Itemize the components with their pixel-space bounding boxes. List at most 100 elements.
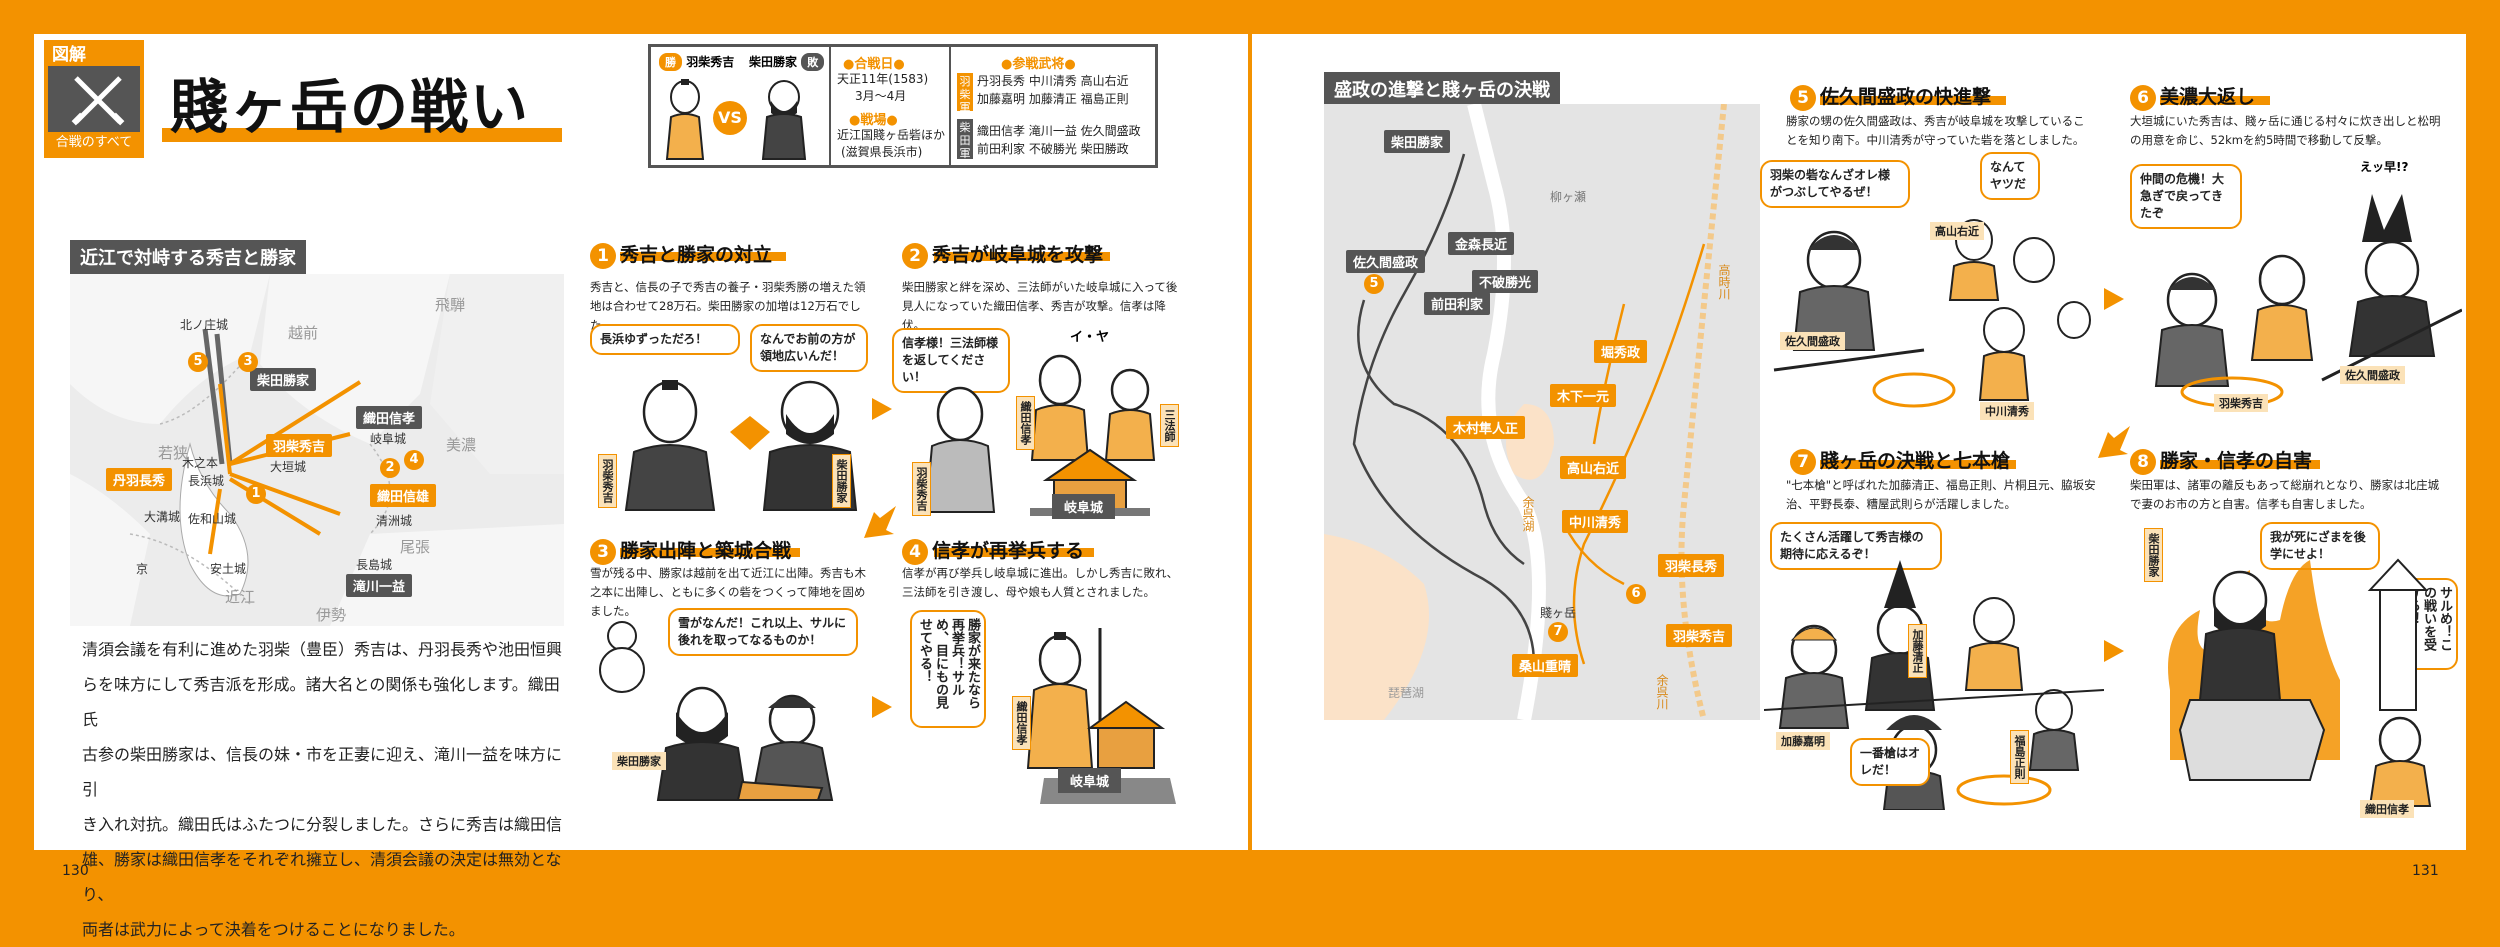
section-7-body: "七本槍"と呼ばれた加藤清正、福島正則、片桐且元、脇坂安治、平野長泰、糟屋武則ら…	[1786, 478, 2096, 511]
rmap-hori-hidemasa: 堀秀政	[1594, 340, 1648, 363]
bubble-7a: たくさん活躍して秀吉様の期待に応えるぞ！	[1770, 522, 1942, 570]
name-hideyoshi-2: 羽柴秀吉	[912, 462, 931, 516]
region-ise: 伊勢	[316, 606, 347, 624]
name-nobutaka-4: 織田信孝	[1012, 696, 1031, 750]
section-6-body: 大垣城にいた秀吉は、賤ヶ岳に通じる村々に炊き出しと松明の用意を命じ、52kmを約…	[2130, 114, 2441, 147]
flow-arrow-3-4	[872, 696, 892, 718]
bubble-1b: なんでお前の方が領地広いんだ！	[750, 324, 868, 372]
place-sub: (滋賀県長浜市)	[841, 145, 923, 159]
rmap-hashiba-nagahide: 羽柴長秀	[1658, 554, 1725, 577]
rmap-num-5: 5	[1364, 274, 1384, 294]
page-number-right: 131	[2412, 863, 2439, 879]
name-nobutaka-2: 織田信孝	[1016, 396, 1035, 450]
section-4-body: 信孝が再び挙兵し岐阜城に進出。しかし秀吉に敗れ、三法師を引き渡し、母や娘も人質と…	[902, 566, 1179, 599]
rmap-place-yogo-lake: 余呉湖	[1521, 496, 1535, 532]
name-katsuie-1: 柴田勝家	[832, 454, 851, 508]
right-map-heading: 盛政の進撃と賤ヶ岳の決戦	[1324, 72, 1560, 106]
rmap-maeda-toshiie: 前田利家	[1424, 292, 1491, 315]
tag-hashiba: 羽柴軍	[957, 73, 973, 114]
page-number-left: 130	[62, 863, 89, 879]
bubble-5a: 羽柴の砦なんざオレ様がつぶしてやるぜ！	[1760, 160, 1910, 208]
name-sakuma-5: 佐久間盛政	[1780, 332, 1845, 350]
rmap-shibata-katsuie: 柴田勝家	[1384, 130, 1451, 153]
date-year: 天正11年(1583)	[837, 72, 929, 86]
date-month: 3月～4月	[855, 89, 907, 103]
section-2-body: 柴田勝家と絆を深め、三法師がいた岐阜城に入って後見人になっていた織田信孝、秀吉が…	[902, 280, 1178, 332]
map-num-3: 3	[238, 352, 258, 372]
scene-2-illustration	[924, 354, 1156, 516]
castle-gifu-4: 岐阜城	[1058, 768, 1122, 793]
rmap-takayama-ukon: 高山右近	[1560, 456, 1627, 479]
flow-arrow-1-2	[872, 398, 892, 420]
intro-paragraph: 清須会議を有利に進めた羽柴（豊臣）秀吉は、丹羽長秀や池田恒興 らを味方にして秀吉…	[82, 640, 563, 939]
win-mark: 勝	[659, 53, 682, 71]
label-takigawa-kazumasu: 滝川一益	[346, 574, 413, 597]
bubble-6b: えッ早!?	[2360, 160, 2409, 174]
rmap-kinoshita-kazumoto: 木下一元	[1550, 384, 1617, 407]
flow-arrow-5-6	[2104, 288, 2124, 310]
name-hideyoshi-1: 羽柴秀吉	[598, 454, 617, 508]
scene-7-illustration	[1764, 560, 2104, 810]
shizugatake-map: 柴田勝家 柳ヶ瀬 高時川 佐久間盛政 金森長近 不破勝光 前田利家 堀秀政 木下…	[1324, 104, 1760, 720]
bubble-2b: イ・ヤ	[1070, 330, 1110, 345]
crossed-swords-icon	[71, 76, 125, 126]
region-mino: 美濃	[446, 436, 477, 454]
region-owari: 尾張	[400, 538, 431, 556]
label-oda-nobukatsu: 織田信雄	[370, 484, 437, 507]
place-ogaki: 大垣城	[270, 460, 307, 474]
bubble-3a: 雪がなんだ！これ以上、サルに後れを取ってなるものか！	[668, 608, 858, 656]
name-hideyoshi-6: 羽柴秀吉	[2214, 394, 2268, 412]
bubble-4a: 勝家が来たなら再挙兵！サルめ、目にもの見せてやる！	[910, 610, 986, 728]
flow-arrow-2-3	[864, 506, 896, 538]
vs-mark: VS	[713, 101, 747, 135]
scene-5-illustration	[1773, 219, 2091, 408]
name-katsuie-3: 柴田勝家	[612, 752, 666, 770]
rmap-num-7: 7	[1548, 622, 1568, 642]
place-omizo: 大溝城	[144, 510, 181, 524]
place-kyoto: 京	[136, 562, 149, 576]
rmap-place-takatoki: 高時川	[1717, 264, 1731, 300]
name-sakuma-6: 佐久間盛政	[2340, 366, 2405, 384]
name-kato-kiyomasa: 加藤清正	[1908, 624, 1927, 678]
bubble-6a: 仲間の危機！大急ぎで戻ってきたぞ	[2130, 164, 2242, 229]
label-oda-nobutaka: 織田信孝	[356, 406, 423, 429]
region-hida: 飛騨	[435, 296, 466, 314]
battle-info-box: 勝 羽柴秀吉 柴田勝家 敗 VS ●合戦日● 天正11年(1583) 3月～4月…	[648, 44, 1158, 168]
map-num-4: 4	[404, 450, 424, 470]
scene-8-illustration	[2168, 558, 2432, 807]
region-echizen: 越前	[288, 324, 319, 342]
rmap-kanamori-nagachika: 金森長近	[1448, 232, 1515, 255]
page-title: 賤ヶ岳の戦い	[170, 73, 531, 141]
bubble-2a: 信孝様！三法師様を返してください！	[892, 328, 1010, 393]
place-sawayama: 佐和山城	[188, 512, 237, 526]
name-katsuie-8: 柴田勝家	[2144, 528, 2163, 582]
rmap-place-shizugatake: 賤ヶ岳	[1540, 606, 1577, 620]
scene-6-illustration	[2154, 194, 2462, 408]
rmap-place-yogo-river: 余呉川	[1655, 674, 1669, 710]
flow-arrow-7-8	[2104, 640, 2124, 662]
name-fukushima: 福島正則	[2010, 730, 2029, 784]
rmap-kimura-hayato: 木村隼人正	[1446, 416, 1526, 439]
place: 近江国賤ヶ岳砦ほか	[837, 128, 946, 142]
date-label: ●合戦日●	[843, 57, 905, 72]
rmap-hashiba-hideyoshi: 羽柴秀吉	[1666, 624, 1733, 647]
bubble-1a: 長浜ゆずっただろ！	[590, 324, 740, 355]
commanders-a2: 加藤嘉明 加藤清正 福島正則	[977, 92, 1129, 106]
label-niwa-nagahide: 丹羽長秀	[106, 468, 173, 491]
rmap-num-6: 6	[1626, 584, 1646, 604]
section-badge: 図解 合戦のすべて	[44, 40, 144, 158]
rmap-place-yanagase: 柳ヶ瀬	[1550, 190, 1587, 204]
title-underline	[162, 128, 562, 142]
scene-3-illustration	[599, 621, 834, 801]
name-nobutaka-8: 織田信孝	[2360, 800, 2414, 818]
flow-arrow-6-7	[2098, 426, 2130, 458]
map-num-2: 2	[380, 458, 400, 478]
